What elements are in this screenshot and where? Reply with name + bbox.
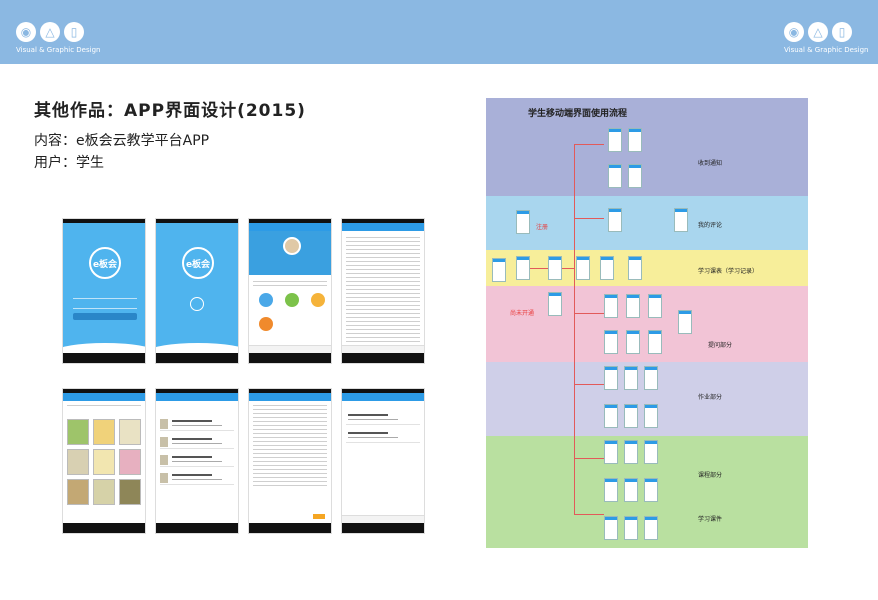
label-notice: 收到通知	[698, 160, 723, 167]
phone-profile-screen	[248, 218, 332, 364]
phone-courseware-screen	[155, 388, 239, 534]
band-notice	[486, 98, 808, 196]
content-line: 内容：e板会云教学平台APP	[34, 133, 210, 149]
phone-tests-screen	[341, 388, 425, 534]
label-homework: 作业部分	[698, 394, 723, 401]
avatar	[283, 237, 301, 255]
header-band: ◉ △ ▯ Visual & Graphic Design ◉ △ ▯ Visu…	[0, 0, 878, 64]
shapes-icon: △	[808, 22, 828, 42]
login-button-image	[73, 313, 137, 320]
brand-left: ◉ △ ▯ Visual & Graphic Design	[16, 22, 101, 54]
page-title: 其他作品：APP界面设计(2015)	[34, 101, 306, 121]
device-icon: ▯	[64, 22, 84, 42]
label-register: 注册	[536, 224, 549, 231]
device-icon: ▯	[832, 22, 852, 42]
user-line: 用户：学生	[34, 155, 104, 171]
usage-flow-diagram: 学生移动端界面使用流程	[486, 98, 808, 548]
phone-login-screen: e板会	[62, 218, 146, 364]
eye-icon: ◉	[784, 22, 804, 42]
brand-label: Visual & Graphic Design	[784, 46, 869, 54]
label-schedule: 学习课表（学习记录）	[698, 268, 759, 275]
label-comment: 我的评论	[698, 222, 723, 229]
label-courseware: 学习课件	[698, 516, 723, 523]
label-not-open: 尚未开通	[510, 310, 535, 317]
phone-notice-screen	[341, 218, 425, 364]
band-comment	[486, 196, 808, 250]
shapes-icon: △	[40, 22, 60, 42]
eye-icon: ◉	[16, 22, 36, 42]
brand-right: ◉ △ ▯ Visual & Graphic Design	[784, 22, 869, 54]
band-question	[486, 286, 808, 362]
brand-label: Visual & Graphic Design	[16, 46, 101, 54]
app-logo: e板会	[89, 247, 121, 279]
phone-course-list-screen	[62, 388, 146, 534]
app-logo: e板会	[182, 247, 214, 279]
flow-title: 学生移动端界面使用流程	[528, 109, 628, 119]
phone-loading-screen: e板会	[155, 218, 239, 364]
phone-homework-screen	[248, 388, 332, 534]
label-question: 提问部分	[708, 342, 733, 349]
label-course: 课程部分	[698, 472, 723, 479]
